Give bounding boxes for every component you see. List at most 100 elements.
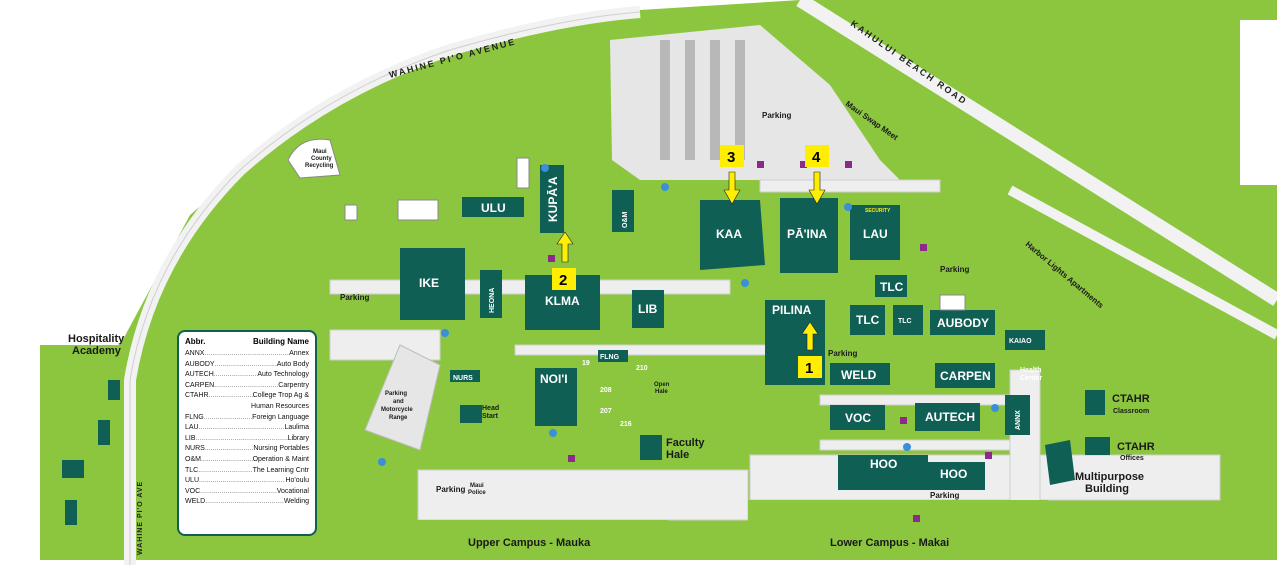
legend-col-name: Building Name — [252, 337, 309, 346]
area-faculty-hale-2: Hale — [666, 449, 689, 461]
bldg-hosp4 — [65, 500, 77, 525]
label-210: 210 — [636, 365, 648, 372]
legend-abbr: VOC — [185, 487, 201, 495]
legend-name: Annex — [289, 350, 309, 357]
bldg-aubody — [930, 310, 995, 335]
bldg-hosp3 — [62, 460, 84, 478]
marker-2-num: 2 — [559, 272, 567, 289]
bldg-kaiao — [1005, 330, 1045, 350]
area-hospitality-2: Academy — [72, 345, 122, 357]
legend-abbr: ANNX — [185, 350, 205, 357]
road-wahine-vertical: WAHINE PI'O AVE — [137, 481, 144, 555]
bldg-kupaa — [540, 165, 564, 233]
area-head-start-2: Start — [482, 413, 499, 420]
legend-abbr: AUBODY — [185, 360, 215, 368]
marker-3[interactable]: 3 — [720, 145, 744, 205]
marker-4-num: 4 — [812, 149, 821, 166]
legend-abbr: FLNG — [185, 413, 204, 421]
label-voc: VOC — [845, 411, 871, 425]
legend-row: ULUHo'oulu — [185, 476, 309, 487]
marker-2[interactable]: 2 — [552, 231, 576, 290]
marker-1-num: 1 — [805, 360, 813, 377]
legend-name: Auto Body — [276, 360, 309, 368]
label-tlc3: TLC — [898, 318, 912, 325]
bldg-lib — [632, 290, 664, 328]
label-pilina: PILINA — [772, 303, 812, 317]
area-security: SECURITY — [865, 208, 891, 214]
bldg-tlc3 — [893, 305, 923, 335]
legend-name: Ho'oulu — [285, 477, 309, 485]
parking-rows — [660, 40, 745, 160]
legend-row: LIBLibrary — [185, 434, 309, 445]
area-faculty-hale-1: Faculty — [666, 437, 705, 449]
legend-name: Carpentry — [278, 381, 309, 389]
legend-row: LAULaulima — [185, 423, 309, 434]
label-tlc2: TLC — [856, 313, 880, 327]
bldg-ctahr-class — [1085, 390, 1105, 415]
label-ctahr2-sub: Offices — [1120, 455, 1144, 462]
label-ctahr1: CTAHR — [1112, 393, 1150, 405]
label-207: 207 — [600, 408, 612, 415]
label-lau: LAU — [863, 227, 888, 241]
bldg-autech — [915, 403, 980, 431]
label-annx: ANNX — [1015, 410, 1022, 430]
bldg-multipurpose — [1045, 440, 1075, 485]
lower-campus-strip — [748, 500, 1048, 560]
area-range-2: and — [393, 399, 404, 405]
parking-right: Parking — [940, 265, 969, 274]
label-lib: LIB — [638, 302, 658, 316]
legend-name: The Learning Cntr — [252, 466, 309, 474]
label-paina: PĀ'INA — [787, 227, 828, 241]
area-recycling-2: County — [311, 156, 332, 162]
legend-abbr: AUTECH — [185, 371, 214, 379]
upper-parking-lot — [610, 25, 900, 180]
legend-abbr: WELD — [185, 498, 206, 506]
label-noi: NOI'I — [540, 372, 568, 386]
area-police-2: Police — [468, 490, 486, 496]
legend-name: Auto Technology — [257, 371, 309, 379]
legend-row: VOCVocational — [185, 487, 309, 498]
bldg-weld — [830, 363, 890, 385]
area-lower-campus: Lower Campus - Makai — [830, 537, 949, 549]
marker-4[interactable]: 4 — [805, 145, 829, 205]
label-hoo1: HOO — [870, 457, 897, 471]
legend-name: Nursing Portables — [253, 445, 309, 453]
parking-police: Parking — [436, 485, 465, 494]
bldg-nurs — [450, 370, 480, 382]
legend-abbr: NURS — [185, 445, 205, 453]
legend-row: O&MOperation & Maint — [185, 455, 309, 466]
bldg-ctahr-off — [1085, 437, 1110, 455]
label-19: 19 — [582, 360, 590, 367]
label-carpen: CARPEN — [940, 369, 991, 383]
bldg-tlc1 — [875, 275, 907, 297]
bldg-ike — [400, 248, 465, 320]
legend-abbr: CTAHR — [185, 392, 209, 400]
misc-structures — [287, 138, 966, 311]
harbor-green — [1010, 185, 1277, 560]
area-upper-campus: Upper Campus - Mauka — [468, 537, 591, 549]
legend-row: CTAHR College Trop Ag & — [185, 391, 309, 402]
label-tlc1: TLC — [880, 280, 904, 294]
label-om: O&M — [622, 212, 629, 229]
legend-name: Operation & Maint — [252, 455, 309, 463]
area-range-1: Parking — [385, 391, 407, 397]
area-health-2: Center — [1020, 375, 1042, 382]
legend-name: College Trop Ag & — [252, 392, 309, 400]
area-recycling-3: Recycling — [305, 163, 334, 169]
legend-row: Human Resources — [185, 402, 309, 413]
area-recycling-1: Maui — [313, 149, 327, 155]
label-216: 216 — [620, 421, 632, 428]
bldg-annx — [1005, 395, 1030, 435]
parking-label-upper: Parking — [762, 111, 791, 120]
label-kaiao: KAIAO — [1009, 338, 1032, 345]
legend-abbr: TLC — [185, 466, 199, 474]
area-range-3: Motorcycle — [381, 407, 413, 413]
marker-1[interactable]: 1 — [798, 321, 822, 378]
motorcycle-range — [364, 344, 441, 451]
legend-col-abbr: Abbr. — [185, 337, 206, 346]
label-ctahr1-sub: Classroom — [1113, 408, 1149, 415]
label-weld: WELD — [841, 368, 877, 382]
bldg-ulu — [462, 197, 524, 217]
area-open-hale-1: Open — [654, 382, 670, 388]
legend-row: TLC The Learning Cntr — [185, 466, 309, 477]
